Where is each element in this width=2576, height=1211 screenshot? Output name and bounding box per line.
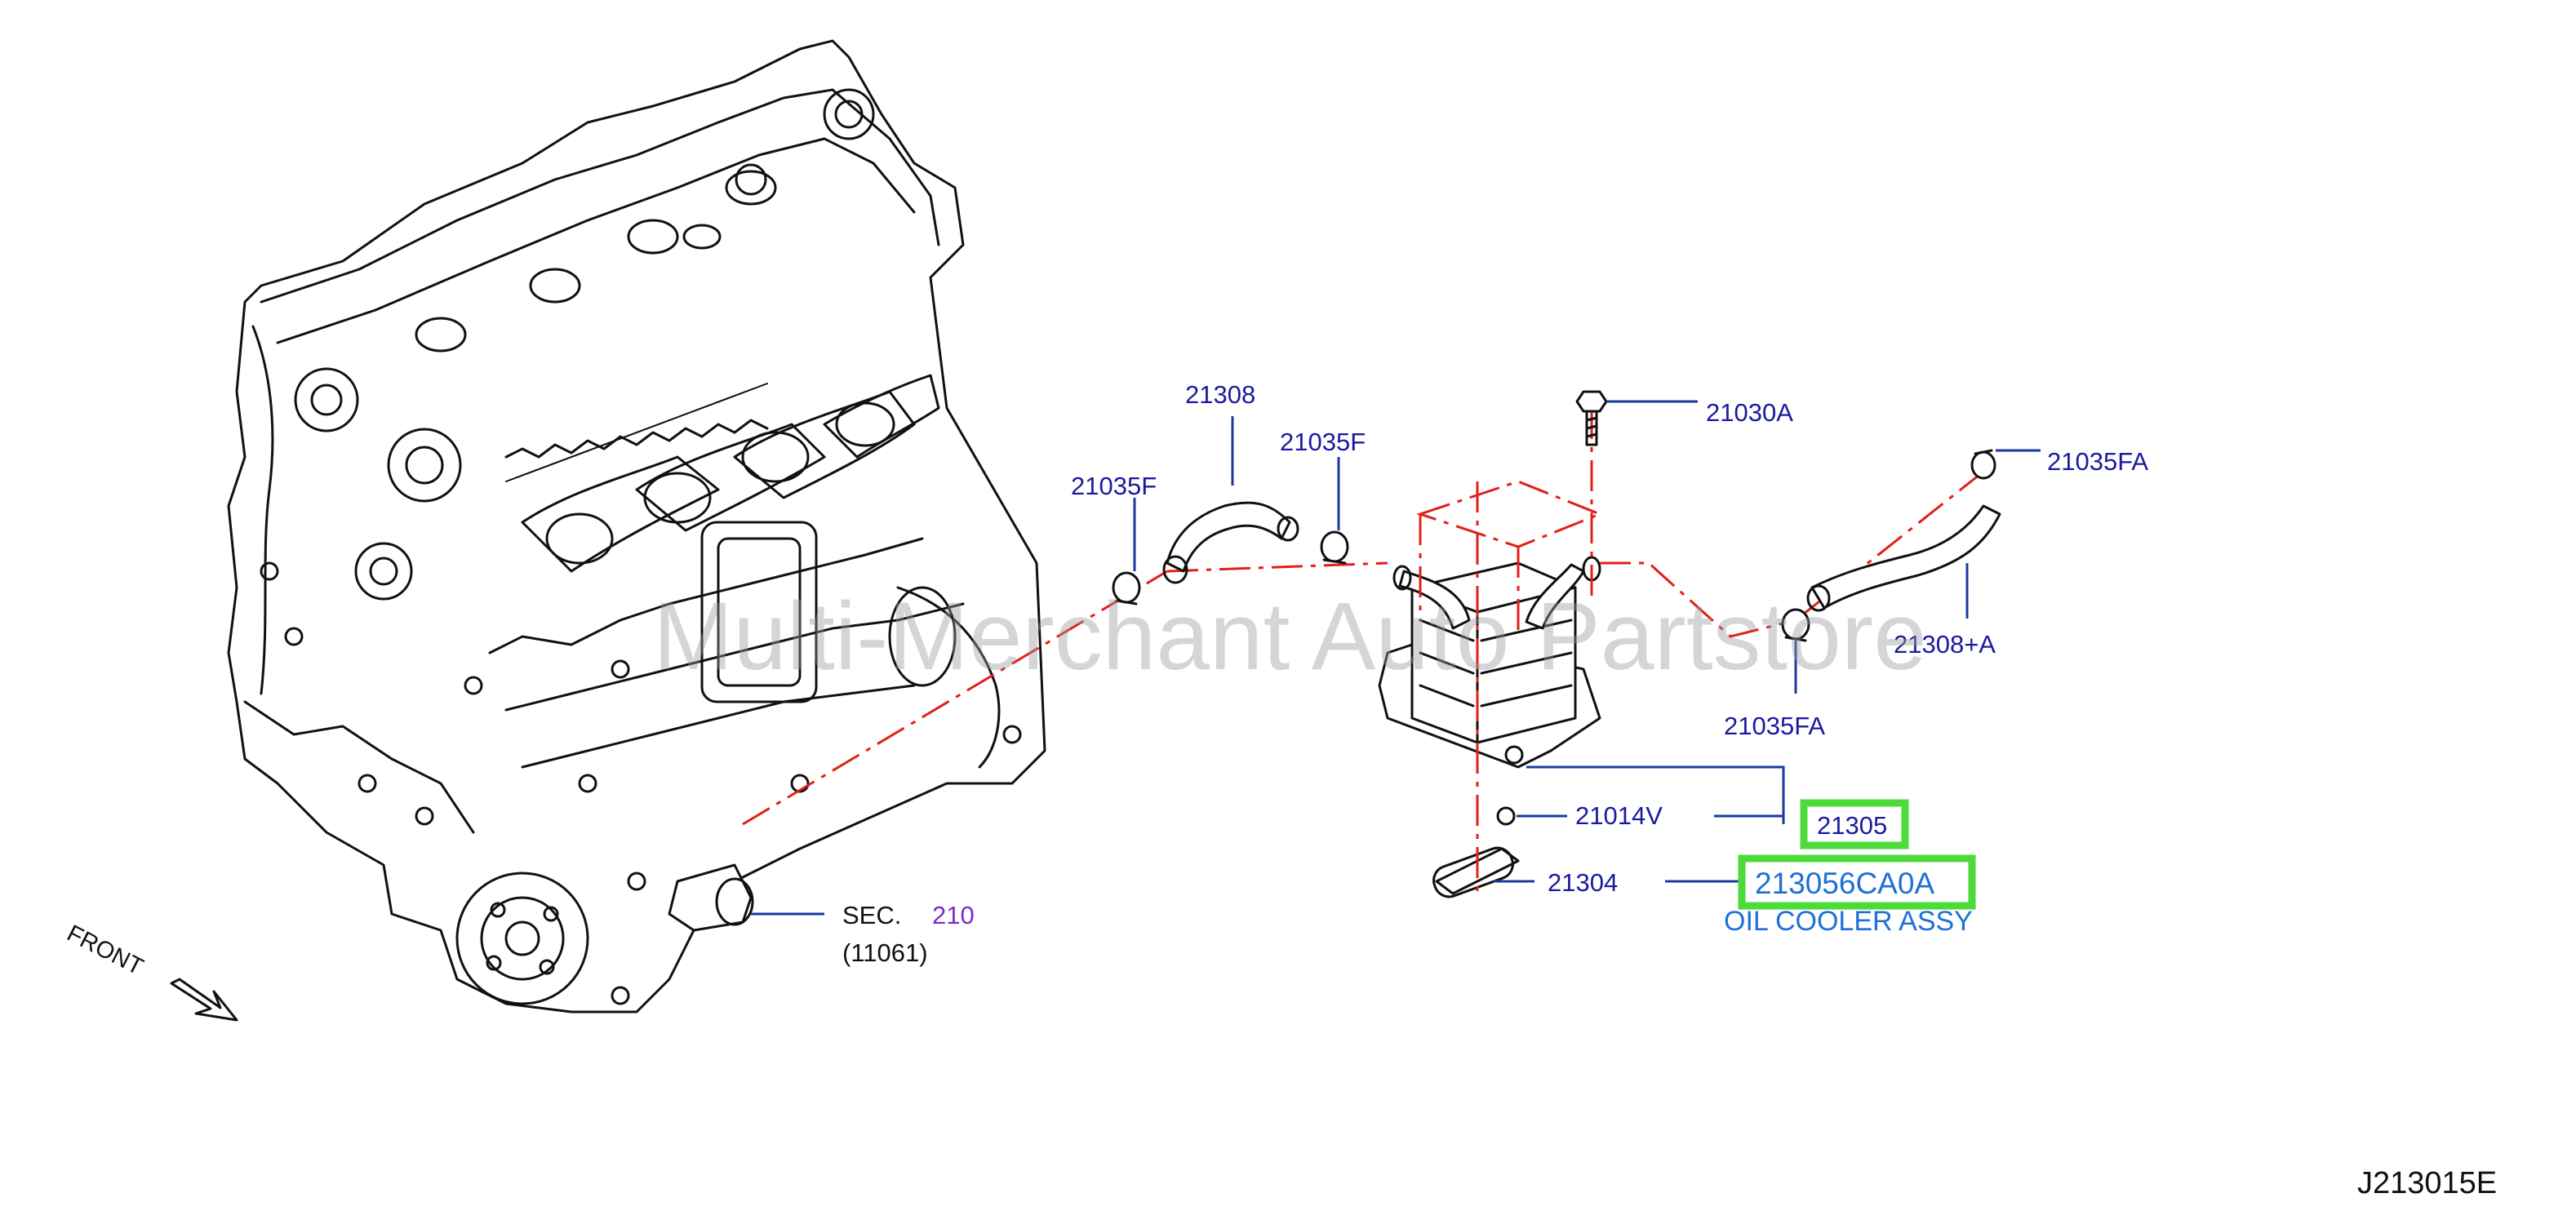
callout-21305[interactable]: 21305 xyxy=(1817,811,1887,840)
callout-21035F-left[interactable]: 21035F xyxy=(1071,472,1157,500)
front-indicator: FRONT xyxy=(63,920,238,1022)
sec-number-link[interactable]: 210 xyxy=(932,901,975,929)
callout-213056CA0A[interactable]: 213056CA0A xyxy=(1755,867,1934,900)
callout-21030A[interactable]: 21030A xyxy=(1706,398,1793,427)
clamp-21035FA-top xyxy=(1970,449,1996,480)
clamp-21035F-right xyxy=(1320,530,1349,565)
callout-21308A[interactable]: 21308+A xyxy=(1894,630,1996,659)
watermark: Multi-Merchant Auto Partstore xyxy=(653,583,1927,690)
callout-21304[interactable]: 21304 xyxy=(1548,868,1618,897)
highlight-213056CA0A xyxy=(1738,854,1976,910)
clamp-21035F-left xyxy=(1112,571,1141,606)
highlight-21305 xyxy=(1800,799,1909,849)
leader-lines xyxy=(751,400,2041,916)
callout-21035FA-top[interactable]: 21035FA xyxy=(2047,447,2148,476)
diagram-code: J213015E xyxy=(2357,1166,2497,1200)
oil-cooler-drawing xyxy=(1378,556,1601,898)
hose-21308A-drawing xyxy=(1806,504,2001,612)
engine-block-drawing xyxy=(227,39,1046,1014)
callout-21035F-right[interactable]: 21035F xyxy=(1280,428,1366,456)
callout-21308[interactable]: 21308 xyxy=(1185,380,1255,409)
callout-21035FA-bottom[interactable]: 21035FA xyxy=(1724,712,1825,740)
oil-cooler-assy-label: OIL COOLER ASSY xyxy=(1724,906,1973,937)
sec-label: SEC. xyxy=(842,901,901,929)
bolt-21030A xyxy=(1575,390,1608,446)
hose-21308-drawing xyxy=(1162,501,1299,584)
front-label: FRONT xyxy=(63,920,148,981)
clamp-21035FA-bottom xyxy=(1781,608,1810,642)
front-arrow-icon xyxy=(170,978,238,1022)
callout-21014V[interactable]: 21014V xyxy=(1575,801,1663,830)
sec-reference: (11061) xyxy=(842,938,928,967)
